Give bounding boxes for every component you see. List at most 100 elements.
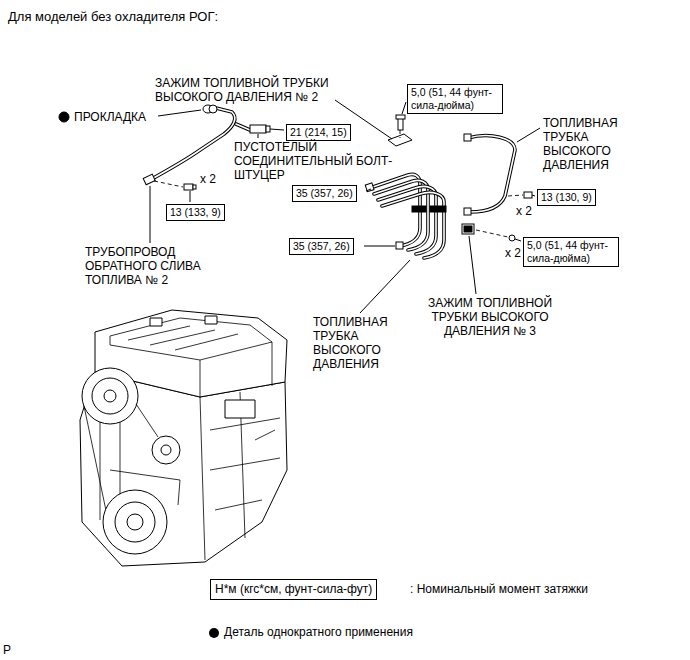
label-text: ЗАЖИМ ТОПЛИВНОЙ ТРУБКИ ВЫСОКОГО ДАВЛЕНИЯ…: [155, 76, 329, 104]
torque-spec-box: 13 (133, 9): [166, 204, 225, 221]
label-text: x 2: [516, 204, 532, 218]
high-pressure-pipes: [365, 183, 374, 192]
leader-line: [532, 195, 535, 196]
clip-no3: [476, 230, 508, 237]
leader-line: [515, 239, 521, 241]
engine-illustration: [150, 318, 162, 326]
engine-illustration: [82, 368, 138, 424]
part-label: ТОПЛИВНАЯ ТРУБКА ВЫСОКОГО ДАВЛЕНИЯ: [313, 315, 403, 371]
engine-illustration: [80, 372, 287, 566]
clip-no3: [412, 206, 508, 237]
leader-line: [366, 189, 371, 191]
torque-value: 5,0 (51, 44 фунт-сила-дюйма): [527, 239, 615, 265]
part-label: ТРУБОПРОВОД ОБРАТНОГО СЛИВА ТОПЛИВА № 2: [85, 245, 215, 287]
label-text: ТРУБОПРОВОД ОБРАТНОГО СЛИВА ТОПЛИВА № 2: [85, 245, 201, 287]
torque-value: 5,0 (51, 44 фунт-сила-дюйма): [411, 86, 499, 112]
torque-value: 21 (214, 15): [290, 126, 347, 139]
part-label: ПУСТОТЕЛЫЙ СОЕДИНИТЕЛЬНЫЙ БОЛТ-ШТУЦЕР: [234, 140, 399, 182]
engine-illustration: [104, 390, 116, 402]
torque-spec-box: 35 (357, 26): [292, 185, 357, 202]
return-pipe: [143, 108, 250, 185]
quantity-note: x 2: [505, 246, 521, 260]
leader-line: [258, 134, 259, 138]
label-text: P: [3, 643, 11, 657]
clip-no3: [462, 224, 474, 234]
bolt: [154, 181, 183, 187]
part-label: ТОПЛИВНАЯ ТРУБКА ВЫСОКОГО ДАВЛЕНИЯ: [543, 116, 633, 172]
high-pressure-pipe: [464, 134, 471, 141]
high-pressure-pipe: [464, 208, 471, 215]
torque-value: 35 (357, 26): [296, 187, 353, 200]
high-pressure-pipe: [508, 195, 523, 196]
return-pipe: [150, 108, 235, 180]
clip-no3: [412, 206, 426, 212]
part-label: ЗАЖИМ ТОПЛИВНОЙ ТРУБКИ ВЫСОКОГО ДАВЛЕНИЯ…: [420, 296, 560, 338]
engine-illustration: [225, 400, 255, 418]
torque-value: Н*м (кгс*см, фунт-сила-фут): [215, 582, 372, 597]
torque-value: 13 (133, 9): [170, 206, 221, 219]
title-text: Для моделей без охладителя РОГ:: [8, 9, 218, 24]
engine-illustration: [127, 514, 143, 530]
engine-illustration: [110, 318, 272, 360]
clip-no3: [430, 206, 446, 212]
high-pressure-pipes: [365, 174, 444, 258]
high-pressure-pipe: [524, 192, 532, 198]
hollow-bolt: [250, 125, 266, 133]
leader-line: [270, 129, 284, 130]
leader-line: [150, 186, 151, 243]
legend-text: Деталь однократного применения: [224, 625, 413, 639]
torque-spec-box: 5,0 (51, 44 фунт-сила-дюйма): [407, 84, 503, 114]
torque-value: 35 (357, 26): [293, 240, 350, 253]
engine-illustration: [115, 502, 155, 542]
high-pressure-pipe: [468, 136, 515, 212]
return-pipe: [150, 108, 235, 180]
torque-spec-box: 21 (214, 15): [286, 124, 351, 141]
part-label: ПРОКЛАДКА: [74, 110, 146, 124]
high-pressure-pipe: [464, 134, 532, 241]
engine-illustration: [205, 316, 217, 324]
leader-line: [517, 128, 540, 142]
clip-no2: [388, 115, 412, 146]
label-text: ПУСТОТЕЛЫЙ СОЕДИНИТЕЛЬНЫЙ БОЛТ-ШТУЦЕР: [234, 140, 392, 182]
high-pressure-pipes: [382, 192, 444, 258]
high-pressure-pipes: [382, 192, 444, 258]
gasket: [59, 112, 69, 122]
engine-illustration: [92, 378, 128, 414]
quantity-note: x 2: [200, 172, 216, 186]
part-label: ЗАЖИМ ТОПЛИВНОЙ ТРУБКИ ВЫСОКОГО ДАВЛЕНИЯ…: [155, 76, 370, 104]
high-pressure-pipe: [468, 136, 515, 212]
leader-line: [190, 191, 191, 202]
return-pipe: [143, 174, 155, 185]
hollow-bolt: [250, 125, 270, 133]
engine-illustration: [80, 310, 287, 566]
leader-line: [158, 110, 201, 116]
engine-illustration: [200, 342, 272, 397]
torque-spec-box: Н*м (кгс*см, фунт-сила-фут): [210, 579, 377, 600]
return-pipe: [236, 124, 250, 130]
clip-no2: [400, 130, 401, 138]
legend-text: : Номинальный момент затяжки: [410, 582, 588, 596]
legend-swatch: [209, 628, 219, 638]
legend-entry: : Номинальный момент затяжки: [410, 582, 588, 597]
leader-line: [469, 236, 476, 294]
label-text: ТОПЛИВНАЯ ТРУБКА ВЫСОКОГО ДАВЛЕНИЯ: [313, 315, 388, 371]
gasket: [209, 105, 217, 113]
clip-no2: [388, 134, 412, 146]
diagram-title: Для моделей без охладителя РОГ:: [8, 9, 218, 25]
engine-illustration: [210, 418, 280, 510]
bolt: [193, 185, 196, 189]
torque-spec-box: 5,0 (51, 44 фунт-сила-дюйма): [523, 237, 619, 267]
torque-value: 13 (130, 9): [541, 191, 592, 204]
quantity-note: P: [3, 643, 11, 657]
legend-entry: Деталь однократного применения: [224, 625, 413, 640]
torque-spec-box: 13 (130, 9): [537, 189, 596, 206]
clip-no2: [396, 115, 405, 119]
bolt: [154, 181, 196, 190]
leader-line: [150, 100, 540, 313]
engine-illustration: [152, 436, 180, 464]
engine-illustration: [110, 430, 275, 505]
label-text: x 2: [505, 246, 521, 260]
bolt: [184, 184, 193, 190]
label-text: ТОПЛИВНАЯ ТРУБКА ВЫСОКОГО ДАВЛЕНИЯ: [543, 116, 618, 172]
quantity-note: x 2: [516, 204, 532, 218]
